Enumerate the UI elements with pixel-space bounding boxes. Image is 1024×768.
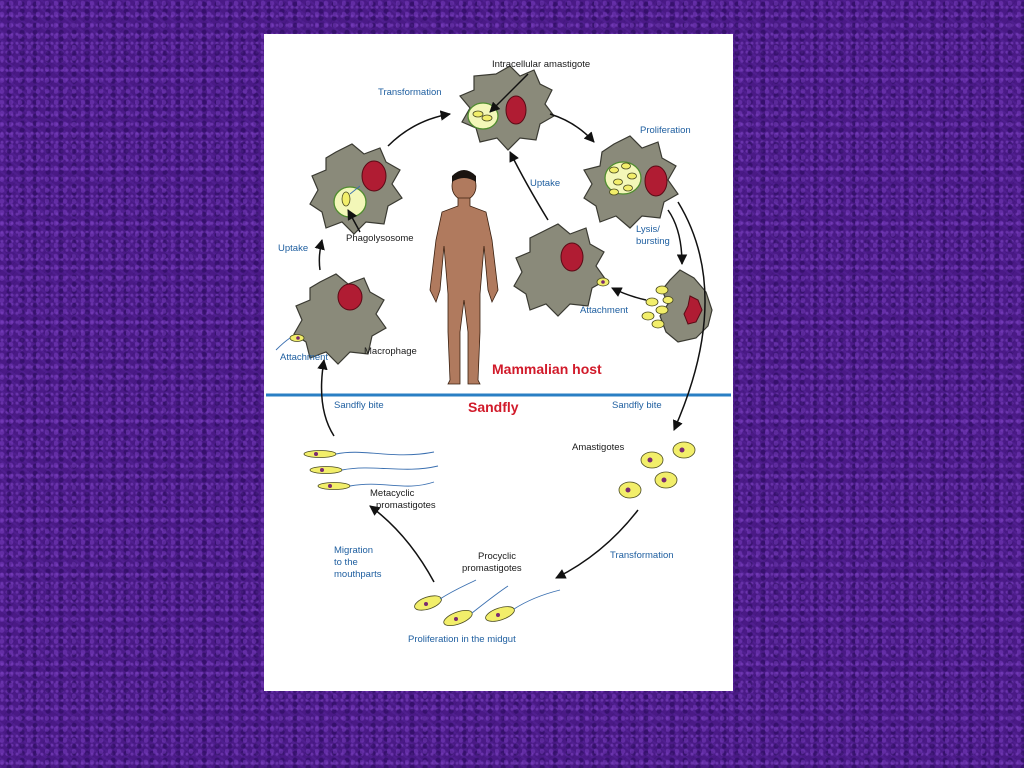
slide-panel: Intracellular amastigote Transformation …	[264, 34, 733, 691]
label-procyclic-line1: Procyclic	[478, 551, 516, 562]
arrow-intracellular-pointer	[489, 73, 529, 113]
label-transformation-top: Transformation	[378, 87, 442, 98]
label-sandfly: Sandfly	[468, 399, 519, 415]
label-uptake-left: Uptake	[278, 243, 308, 254]
arrow-uptake-left	[314, 238, 325, 271]
metacyclic-promastigotes-icon	[303, 450, 439, 490]
label-proliferation: Proliferation	[640, 125, 691, 136]
human-figure-icon	[429, 170, 499, 385]
arrow-migration	[369, 505, 435, 583]
arrow-attachment-right	[611, 287, 647, 301]
arrow-sandfly-bite-right	[673, 201, 706, 431]
label-migration-line1: Migration	[334, 545, 373, 556]
label-transformation-bottom: Transformation	[610, 550, 674, 561]
life-cycle-diagram: Intracellular amastigote Transformation …	[266, 59, 731, 645]
label-lysis-line1: Lysis/	[636, 224, 660, 235]
label-amastigotes: Amastigotes	[572, 442, 625, 453]
amastigotes-group-icon	[618, 441, 696, 499]
procyclic-promastigotes-icon	[414, 579, 561, 627]
label-phagolysosome: Phagolysosome	[346, 233, 414, 244]
arrow-uptake-center	[509, 151, 549, 221]
label-migration-line3: mouthparts	[334, 569, 382, 580]
macrophage-transformation-icon	[459, 65, 555, 151]
macrophage-bursting-icon	[641, 269, 713, 343]
label-intracellular-amastigote: Intracellular amastigote	[492, 59, 590, 70]
arrow-sandfly-bite-left	[317, 358, 335, 437]
macrophage-phagolysosome-icon	[309, 143, 403, 235]
arrow-transformation-bottom	[555, 509, 639, 579]
arrow-transformation	[387, 110, 452, 147]
label-attachment-left: Attachment	[280, 352, 328, 363]
label-procyclic-line2: promastigotes	[462, 563, 522, 574]
label-sandfly-bite-left: Sandfly bite	[334, 400, 384, 411]
label-lysis-line2: bursting	[636, 236, 670, 247]
label-macrophage: Macrophage	[364, 346, 417, 357]
label-attachment-right: Attachment	[580, 305, 628, 316]
macrophage-uptake-icon	[513, 223, 610, 317]
label-mammalian-host: Mammalian host	[492, 361, 602, 377]
label-metacyclic-line1: Metacyclic	[370, 488, 415, 499]
macrophage-attachment-icon	[275, 273, 387, 365]
macrophage-proliferation-icon	[583, 135, 679, 229]
label-migration-line2: to the	[334, 557, 358, 568]
arrow-proliferation	[549, 113, 595, 143]
label-metacyclic-line2: promastigotes	[376, 500, 436, 511]
arrow-lysis	[667, 209, 688, 266]
label-sandfly-bite-right: Sandfly bite	[612, 400, 662, 411]
label-uptake-center: Uptake	[530, 178, 560, 189]
label-proliferation-midgut: Proliferation in the midgut	[408, 634, 516, 645]
arrow-phagolysosome-pointer	[347, 209, 361, 233]
